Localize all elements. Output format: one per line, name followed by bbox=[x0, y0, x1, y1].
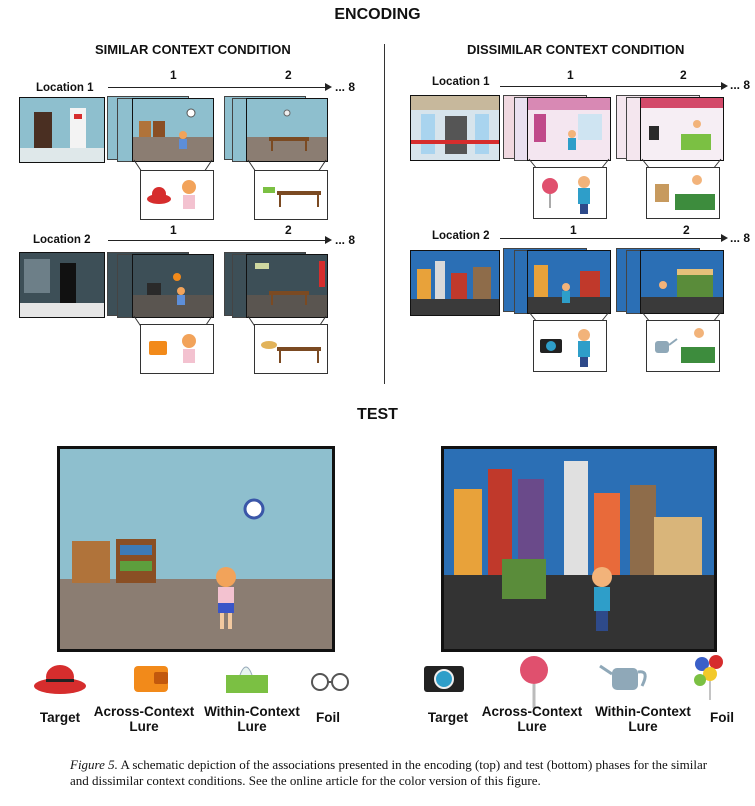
test-left-label-within-context-lure: Within-Context Lure bbox=[204, 704, 300, 734]
test-right-label-foil: Foil bbox=[710, 710, 734, 725]
dissimilar-loc2-step-1: 1 bbox=[570, 223, 577, 237]
wallet-and-girl-icon bbox=[149, 334, 196, 363]
camera-icon bbox=[424, 666, 464, 692]
wallet-icon bbox=[134, 666, 168, 692]
city-market-boy-illustration bbox=[528, 265, 610, 313]
similar-loc1-arrow bbox=[108, 83, 332, 91]
similar-loc2-encoding-scene-2 bbox=[246, 254, 328, 318]
test-left-label-across-context-lure: Across-Context Lure bbox=[93, 704, 195, 734]
pie-and-table-icon bbox=[261, 341, 321, 363]
balloons-icon bbox=[694, 655, 723, 700]
dissimilar-loc2-encoding-scene-2 bbox=[640, 250, 724, 314]
dissimilar-location-1-label: Location 1 bbox=[432, 76, 490, 88]
similar-loc2-association-2 bbox=[254, 324, 328, 374]
dissimilar-location-1-scene bbox=[410, 95, 500, 161]
test-title: TEST bbox=[357, 406, 398, 423]
dissimilar-loc1-step-2: 2 bbox=[680, 68, 687, 82]
dissimilar-location-2-scene bbox=[410, 250, 500, 316]
dark-room-table-illustration bbox=[247, 261, 327, 317]
test-right-label-within-context-lure: Within-Context Lure bbox=[595, 704, 691, 734]
dissimilar-loc1-association-1 bbox=[533, 167, 607, 219]
similar-location-1-scene bbox=[19, 97, 105, 163]
similar-location-2-scene bbox=[19, 252, 105, 318]
dissimilar-loc2-association-2 bbox=[646, 320, 720, 372]
similar-loc2-end: ... 8 bbox=[335, 233, 356, 247]
similar-loc2-step-2: 2 bbox=[285, 223, 292, 237]
lollipop-icon bbox=[520, 656, 548, 708]
similar-loc1-association-2 bbox=[254, 170, 328, 220]
test-right-label-across-context-lure: Across-Context Lure bbox=[481, 704, 583, 734]
dark-room-girl-illustration bbox=[133, 273, 213, 317]
similar-loc1-step-1: 1 bbox=[170, 68, 177, 82]
watering-can-icon bbox=[599, 664, 647, 690]
test-scene-dissimilar bbox=[441, 446, 717, 652]
dissimilar-loc2-arrow bbox=[500, 234, 728, 242]
similar-loc2-association-1 bbox=[140, 324, 214, 374]
dissimilar-loc1-step-1: 1 bbox=[567, 68, 574, 82]
glasses-icon bbox=[311, 673, 349, 691]
similar-loc1-end: ... 8 bbox=[335, 80, 356, 94]
test-scene-similar bbox=[57, 446, 335, 652]
dissimilar-location-2-label: Location 2 bbox=[432, 230, 490, 242]
dissimilar-loc1-association-2 bbox=[646, 167, 720, 219]
similar-location-1-label: Location 1 bbox=[36, 82, 94, 94]
seed-bag-and-stall-icon bbox=[655, 175, 715, 210]
dissimilar-loc1-end: ... 8 bbox=[730, 78, 751, 92]
dark-room-door-illustration bbox=[20, 259, 104, 317]
similar-condition-title: SIMILAR CONTEXT CONDITION bbox=[95, 42, 291, 57]
dissimilar-condition-title: DISSIMILAR CONTEXT CONDITION bbox=[467, 42, 685, 57]
figure-caption: Figure 5. A schematic depiction of the a… bbox=[70, 757, 710, 789]
similar-loc1-encoding-scene-2 bbox=[246, 98, 328, 162]
similar-loc1-step-2: 2 bbox=[285, 68, 292, 82]
room-with-shelf-illustration bbox=[133, 108, 213, 161]
dissimilar-loc1-encoding-scene-2 bbox=[640, 97, 724, 161]
caption-text: A schematic depiction of the association… bbox=[70, 757, 708, 788]
red-hat-icon bbox=[34, 665, 86, 694]
condition-divider bbox=[384, 44, 385, 384]
dissimilar-loc2-end: ... 8 bbox=[730, 231, 751, 245]
test-left-label-target: Target bbox=[39, 710, 81, 725]
room-with-table-illustration bbox=[247, 109, 327, 161]
shop-cart-boy-illustration bbox=[641, 98, 723, 150]
city-market-illustration bbox=[411, 261, 499, 315]
dissimilar-loc1-encoding-scene-1 bbox=[527, 97, 611, 161]
similar-loc1-encoding-scene-1 bbox=[132, 98, 214, 162]
similar-loc2-encoding-scene-1 bbox=[132, 254, 214, 318]
dissimilar-loc1-arrow bbox=[500, 82, 728, 90]
figure-label: Figure 5. bbox=[70, 757, 118, 772]
similar-loc2-arrow bbox=[108, 236, 332, 244]
city-stall-illustration bbox=[641, 269, 723, 313]
dissimilar-loc2-encoding-scene-1 bbox=[527, 250, 611, 314]
test-left-label-foil: Foil bbox=[316, 710, 340, 725]
lollipop-and-boy-icon bbox=[542, 176, 590, 214]
room-with-girl-illustration bbox=[60, 498, 332, 649]
city-market-test-illustration bbox=[444, 461, 714, 649]
similar-location-2-label: Location 2 bbox=[33, 234, 91, 246]
encoding-title: ENCODING bbox=[334, 6, 421, 23]
watering-can-and-stall-icon bbox=[655, 328, 715, 363]
red-hat-and-girl-icon bbox=[147, 180, 196, 209]
camera-and-boy-icon bbox=[540, 329, 590, 367]
tissue-box-icon bbox=[226, 666, 268, 693]
door-room-illustration bbox=[20, 108, 104, 162]
similar-loc2-step-1: 1 bbox=[170, 223, 177, 237]
dissimilar-loc2-association-1 bbox=[533, 320, 607, 372]
clothing-store-boy-illustration bbox=[528, 98, 610, 150]
mall-entrance-illustration bbox=[411, 96, 499, 154]
similar-loc1-association-1 bbox=[140, 170, 214, 220]
dissimilar-loc2-step-2: 2 bbox=[683, 223, 690, 237]
test-right-label-target: Target bbox=[427, 710, 469, 725]
tissue-box-and-table-icon bbox=[263, 187, 321, 207]
